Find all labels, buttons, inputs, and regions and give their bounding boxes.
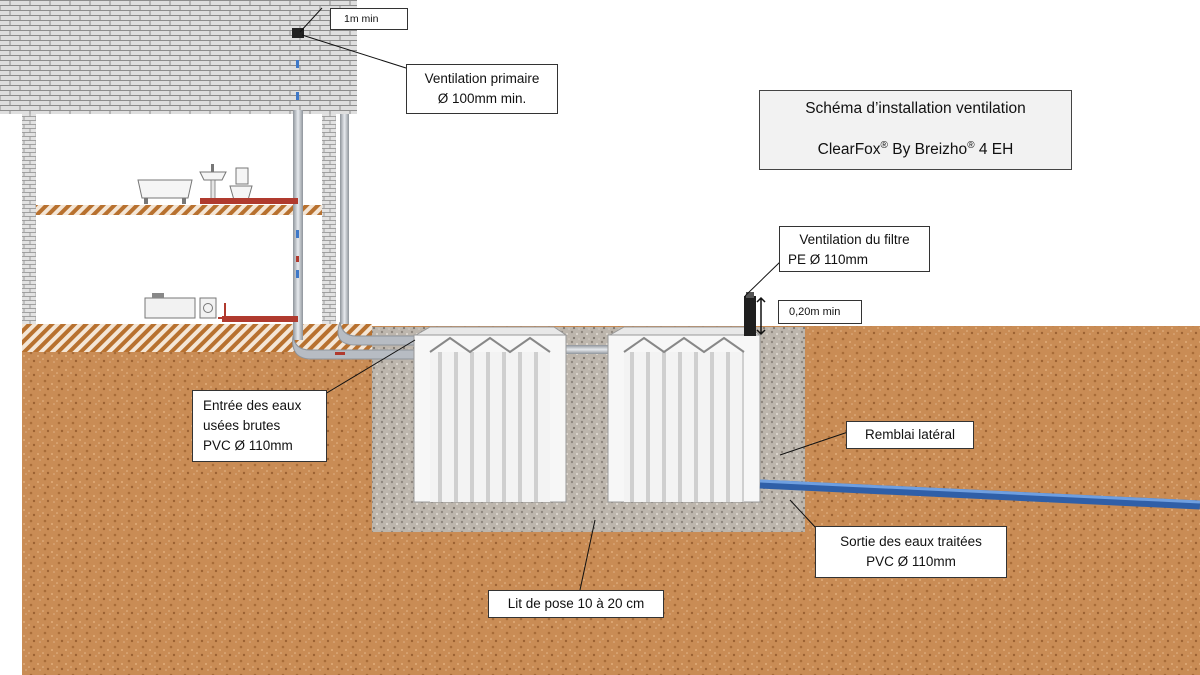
filter-vent-stub [744,296,756,336]
brand-clearfox: ClearFox [817,141,881,159]
backfill-label: Remblai latéral [846,421,974,449]
diagram-subtitle: ClearFox® By Breizho® 4 EH [760,135,1071,161]
upper-floor-slab [36,205,322,215]
diagram-title-box: Schéma d’installation ventilation ClearF… [759,90,1072,170]
filter-height-text: 0,20m min [789,306,841,318]
tank-filter [607,326,762,503]
inlet-line3: PVC Ø 110mm [203,438,293,453]
toilet-icon [229,167,253,201]
left-wall [22,114,36,326]
soil-stack-pipe [293,110,303,340]
washing-machine-icon [199,297,217,319]
primary-vent-label: Ventilation primaire Ø 100mm min. [406,64,558,114]
primary-vent-line1: Ventilation primaire [424,71,540,86]
ventilation-pipe [340,114,349,324]
vent-cap-icon [292,28,304,38]
tank-connection-pipe [565,345,625,354]
backfill-text: Remblai latéral [864,427,956,442]
washbasin-icon [199,164,227,203]
bathtub-icon [137,179,193,204]
registered-mark: ® [967,140,975,151]
lower-drain [222,316,298,322]
capacity-label: 4 EH [974,141,1014,159]
filter-vent-line2: PE Ø 110mm [788,252,869,267]
flow-markers [296,60,345,355]
tank-primary [413,326,568,503]
outlet-pipe [759,479,1200,510]
roof-height-text: 1m min [344,13,379,25]
roof-brick-wall [0,0,357,114]
upper-drain [200,198,298,204]
inlet-line1: Entrée des eaux [203,398,302,413]
diagram-title: Schéma d’installation ventilation [805,100,1026,117]
outlet-line2: PVC Ø 110mm [866,554,956,569]
right-wall [322,114,336,326]
kitchen-sink-icon [144,293,196,319]
outlet-line1: Sortie des eaux traitées [840,534,982,549]
filter-height-label: 0,20m min [778,300,862,324]
bedding-text: Lit de pose 10 à 20 cm [507,596,645,611]
roof-height-label: 1m min [330,8,408,30]
brand-breizho: By Breizho [887,141,968,159]
bedding-label: Lit de pose 10 à 20 cm [488,590,664,618]
outlet-label: Sortie des eaux traitées PVC Ø 110mm [815,526,1007,578]
registered-mark: ® [880,140,888,151]
primary-vent-line2: Ø 100mm min. [437,91,527,106]
inlet-line2: usées brutes [203,418,281,433]
filter-vent-line1: Ventilation du filtre [799,232,910,247]
inlet-label: Entrée des eaux usées brutes PVC Ø 110mm [192,390,327,462]
leader-lines [299,7,849,591]
ground-floor-slab [22,324,372,352]
filter-vent-label: Ventilation du filtre PE Ø 110mm [779,226,930,272]
